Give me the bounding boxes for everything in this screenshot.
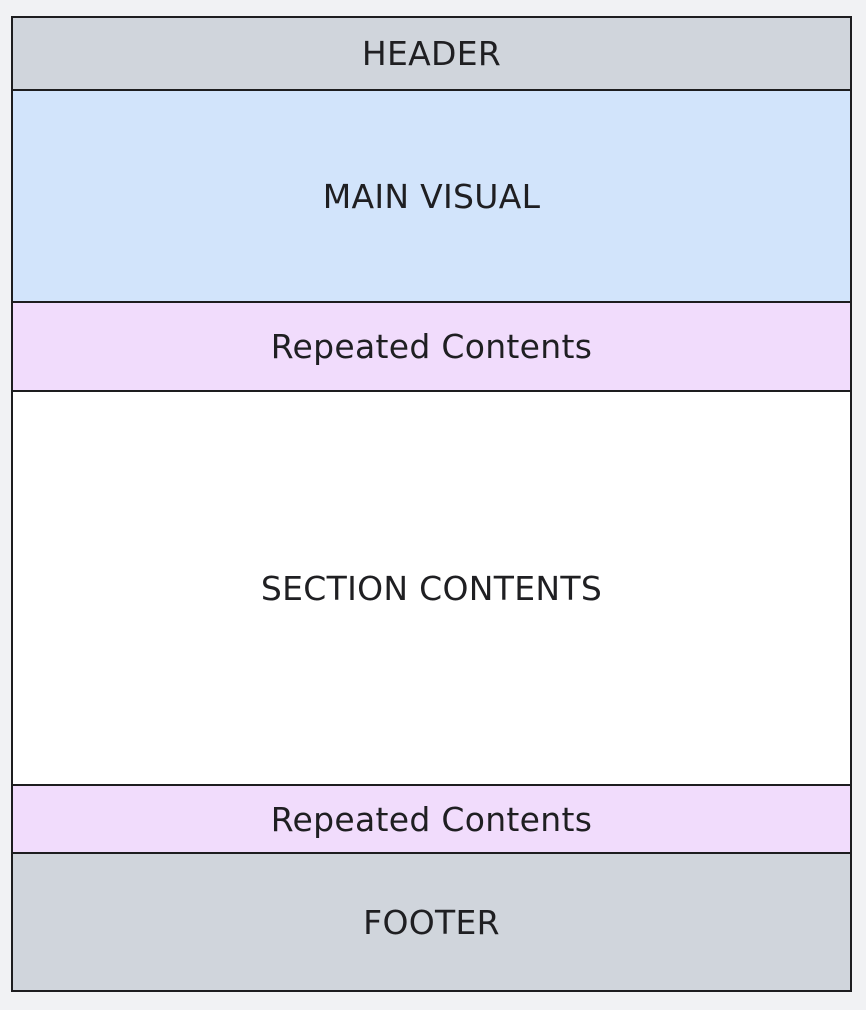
footer-label: FOOTER [363, 902, 500, 942]
header-block: HEADER [13, 18, 850, 89]
divider [13, 784, 850, 786]
divider [13, 852, 850, 854]
divider [13, 390, 850, 392]
repeated-contents-top-block: Repeated Contents [13, 303, 850, 390]
page-layout-diagram: HEADER MAIN VISUAL Repeated Contents SEC… [11, 16, 852, 992]
repeated-contents-bottom-block: Repeated Contents [13, 786, 850, 852]
divider [13, 89, 850, 91]
section-contents-block: SECTION CONTENTS [13, 392, 850, 784]
main-visual-block: MAIN VISUAL [13, 91, 850, 301]
section-contents-label: SECTION CONTENTS [260, 568, 603, 608]
repeated-contents-top-label: Repeated Contents [270, 327, 593, 366]
main-visual-label: MAIN VISUAL [322, 176, 541, 216]
repeated-contents-bottom-label: Repeated Contents [270, 799, 593, 839]
footer-block: FOOTER [13, 854, 850, 990]
header-label: HEADER [361, 34, 502, 73]
divider [13, 301, 850, 303]
